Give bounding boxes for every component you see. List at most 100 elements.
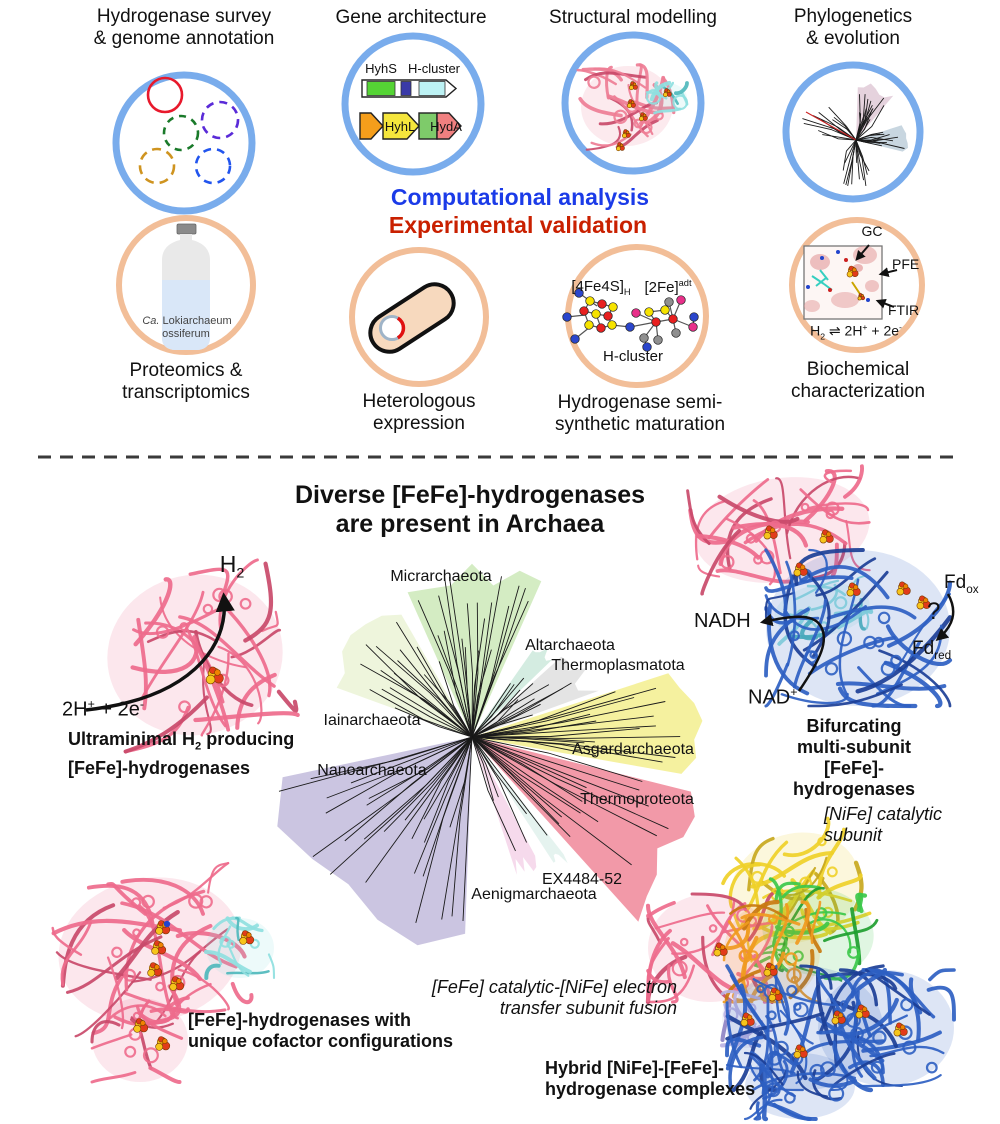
eq-h-sub: 2 [820, 331, 826, 342]
label-4fe4s-base: [4Fe4S] [571, 278, 624, 295]
unique-cofactor-protein [51, 861, 276, 1084]
title-gene-architecture: Gene architecture [335, 7, 487, 28]
wedge-micrarchaeota [417, 575, 529, 738]
wedge-thermoproteota [471, 736, 669, 866]
ultra-sub: 2 [195, 740, 202, 753]
fes-cluster [896, 581, 911, 596]
phylo-tree-icon [802, 83, 908, 186]
h-cluster-icon [562, 288, 699, 352]
ultraminimal-protein [85, 558, 300, 754]
label-nife-subunit: [NiFe] catalytic subunit [824, 804, 943, 845]
eq-e: + 2e [867, 322, 900, 339]
hybrid-blue-3 [743, 1050, 858, 1122]
section-title: Diverse [FeFe]-hydrogenases are present … [294, 481, 646, 538]
clade-altarchaeota: Altarchaeota [525, 637, 615, 654]
wedge-thermoproteota [472, 737, 695, 922]
fes-cluster [763, 962, 778, 977]
eq-plus-sup: + [862, 322, 868, 332]
structure-cyan [645, 80, 689, 115]
tree-fan [842, 139, 870, 186]
label-reaction: 2H+ + 2e- [62, 697, 144, 722]
label-4fe4s-sub: H [623, 287, 631, 297]
wedge-thermoplasmatota [472, 656, 599, 737]
label-nad: NAD+ [748, 685, 797, 710]
wedge-micrarchaeota [407, 563, 542, 737]
label-h2-equation: H2 ⇌ 2H+ + 2e- [810, 322, 902, 341]
bottle-species-name: Lokiarchaeum [159, 315, 232, 327]
fes-cluster [916, 595, 931, 610]
fes-cluster [831, 1010, 846, 1025]
sample-bottle-icon [162, 223, 210, 350]
clade-thermoproteota: Thermoproteota [580, 791, 694, 808]
ultra-line2: [FeFe]-hydrogenases [68, 757, 251, 778]
clade-micrarchaeota: Micrarchaeota [390, 568, 492, 585]
unique-pink-main [51, 861, 254, 1038]
label-fusion: [FeFe] catalytic-[NiFe] electron transfe… [431, 977, 677, 1018]
caption-maturation: Hydrogenase semi- synthetic maturation [554, 392, 726, 435]
clade-aenigmarchaeota: Aenigmarchaeota [471, 886, 597, 903]
label-2fe-sup: adt [678, 278, 692, 288]
fdox-sub: ox [966, 582, 979, 596]
caption-proteomics: Proteomics & transcriptomics [122, 360, 250, 403]
clade-asgardarchaeota: Asgardarchaeota [572, 741, 694, 758]
hybrid-orange [722, 899, 822, 1004]
eq-h: H [810, 322, 821, 339]
fes-cluster [793, 1044, 808, 1059]
hybrid-complex [645, 816, 956, 1122]
clade-thermoplasmatota: Thermoplasmatota [551, 657, 685, 674]
label-ftir: FTIR [888, 302, 920, 318]
title-hydrogenase-survey: Hydrogenase survey & genome annotation [93, 6, 275, 49]
gene-label-hyhl: HyhL [384, 119, 416, 134]
wedge-asgardarchaeota [471, 687, 681, 763]
structure-pink [576, 63, 676, 151]
hybrid-blue-2 [815, 967, 956, 1088]
rx-plus: + [87, 697, 95, 711]
fes-cluster [846, 265, 859, 278]
wedge-aenigmarchaeota [472, 737, 537, 875]
wedge-nanoarchaeota [278, 736, 473, 924]
label-fd-red: Fdred [912, 638, 951, 662]
title-phylogenetics: Phylogenetics & evolution [793, 6, 913, 49]
fes-cluster [893, 1022, 908, 1037]
nad-sup: + [790, 685, 798, 699]
bottle-species-line2: ossiferum [162, 328, 210, 340]
bottle-species-line1: Ca. Lokiarchaeum [142, 315, 231, 327]
label-question-mark: ? [927, 598, 941, 625]
fes-cluster [846, 582, 861, 597]
fes-cluster [763, 525, 778, 540]
label-gc: GC [861, 223, 883, 239]
clade-ex4484-52: EX4484-52 [541, 871, 623, 888]
fes-cluster [147, 962, 163, 977]
gene-label-hcluster: H-cluster [407, 61, 461, 76]
header-experimental-validation: Experimental validation [388, 212, 648, 238]
fes-cluster [622, 129, 631, 139]
spectroscopy-inset-icon [803, 244, 898, 320]
fes-cluster [819, 529, 834, 544]
structure-model-icon [576, 63, 689, 152]
bottle-species-ca: Ca. [142, 315, 160, 327]
fes-cluster [639, 112, 648, 122]
label-4fe4s: [4Fe4S]H [571, 278, 630, 297]
gene-label-hyhs: HyhS [365, 61, 397, 76]
bifurcating-blue [764, 548, 953, 709]
tree-fan [855, 83, 894, 141]
nad-base: NAD [748, 686, 791, 709]
header-computational-analysis: Computational analysis [390, 184, 650, 210]
fes-cluster [151, 940, 167, 955]
fes-cluster [713, 942, 728, 957]
fes-cluster [629, 81, 638, 91]
label-h2: H2 [220, 551, 245, 582]
fdred-base: Fd [912, 638, 935, 659]
caption-biochemical: Biochemical characterization [790, 359, 926, 402]
ultra-p1: Ultraminimal H [68, 729, 196, 749]
wedge-iainarchaeota [336, 614, 472, 737]
workflow-circles [112, 31, 925, 388]
fdred-sub: red [934, 648, 952, 662]
unique-cyan [204, 916, 276, 980]
tree-fan [802, 106, 857, 141]
bifurcating-complex [686, 464, 955, 709]
fes-cluster [627, 99, 636, 109]
fes-cluster [768, 987, 783, 1002]
